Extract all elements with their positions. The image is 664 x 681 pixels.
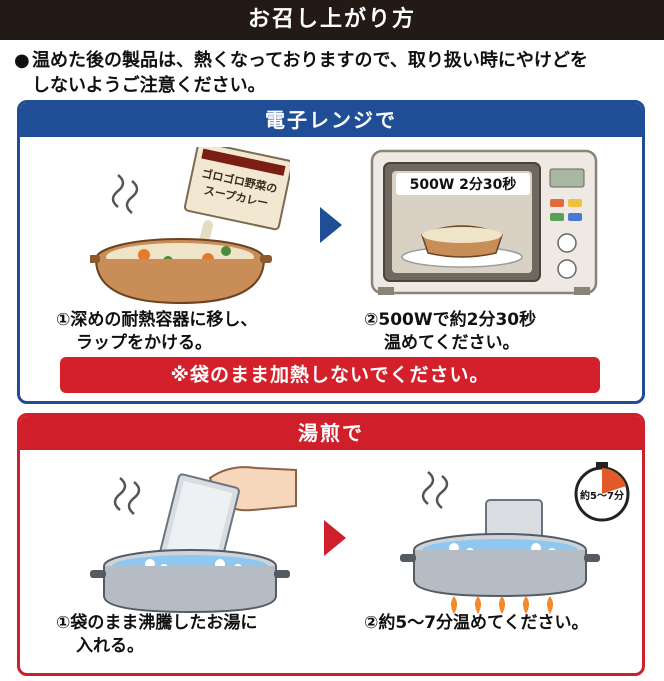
boil-step-1-line-2: 入れる。	[76, 636, 144, 656]
microwave-display: 500W 2分30秒	[410, 176, 517, 193]
microwave-step-2: ②500Wで約2分30秒 温めてください。	[364, 309, 536, 355]
steam-icon	[113, 477, 127, 511]
pot-on-stove-illustration: 約5〜7分	[400, 462, 630, 614]
steam-icon	[111, 174, 125, 208]
warning-banner: ※袋のまま加熱しないでください。	[60, 357, 600, 393]
pour-into-bowl-illustration: ゴロゴロ野菜の スープカレー	[90, 147, 290, 305]
steam-icon	[421, 471, 435, 505]
boil-header: 湯煎で	[20, 416, 642, 450]
boil-step-1: ①袋のまま沸騰したお湯に 入れる。	[56, 612, 257, 658]
arrow-right-icon	[324, 520, 346, 556]
microwave-step-1-line-1: ①深めの耐熱容器に移し、	[56, 310, 258, 330]
pouch-icon: ゴロゴロ野菜の スープカレー	[183, 147, 290, 231]
boil-step-2: ②約5〜7分温めてください。	[364, 612, 589, 635]
arrow-right-icon	[320, 207, 342, 243]
microwave-step-1: ①深めの耐熱容器に移し、 ラップをかける。	[56, 309, 257, 355]
pouch-icon	[158, 473, 240, 573]
boil-panel: 湯煎で 約5〜7分	[17, 413, 645, 676]
microwave-step-2-line-1: ②500Wで約2分30秒	[364, 310, 537, 330]
bullet-icon: ●	[14, 50, 30, 71]
notice-line-1: 温めた後の製品は、熱くなっておりますので、取り扱い時にやけどを	[32, 50, 588, 71]
timer-label: 約5〜7分	[580, 489, 624, 502]
timer-icon: 約5〜7分	[574, 462, 630, 522]
microwave-header: 電子レンジで	[20, 103, 642, 137]
microwave-illustration: 500W 2分30秒	[370, 149, 598, 295]
pouch-into-pot-illustration	[90, 466, 297, 614]
flame-icon	[451, 596, 553, 614]
caution-notice: ●温めた後の製品は、熱くなっておりますので、取り扱い時にやけどを しないようご注…	[14, 48, 654, 98]
boil-step-2-line-1: ②約5〜7分温めてください。	[364, 613, 589, 633]
notice-line-2: しないようご注意ください。	[32, 75, 266, 96]
microwave-step-1-line-2: ラップをかける。	[76, 333, 212, 353]
microwave-step-2-line-2: 温めてください。	[384, 333, 520, 353]
page-title: お召し上がり方	[0, 0, 664, 40]
microwave-panel: 電子レンジで ゴロゴロ野菜の スープカレー 500W 2分30秒	[17, 100, 645, 404]
boil-step-1-line-1: ①袋のまま沸騰したお湯に	[56, 613, 258, 633]
